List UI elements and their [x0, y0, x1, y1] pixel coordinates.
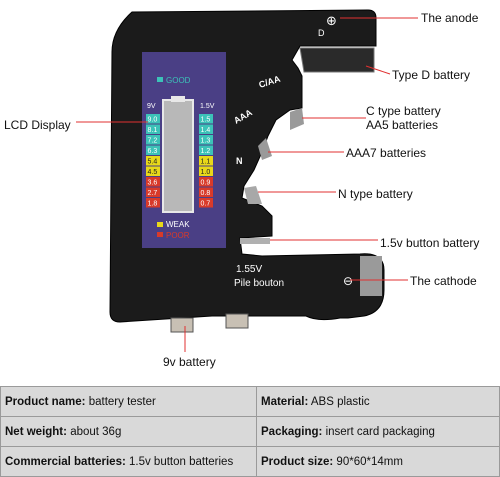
scale-value-9v: 5.4 — [148, 159, 158, 166]
scale-cell-9v — [146, 166, 160, 176]
scale-cell-9v — [146, 135, 160, 145]
scale-cell-15v — [199, 187, 213, 197]
voltage-scale: 9.0 8.1 7.2 6.3 5.4 4.5 3.6 2.7 1.8 1.5 1.4 1.3 1.2 1… — [146, 114, 213, 208]
callout-line-type-d — [365, 65, 391, 75]
nine-v-contact-2 — [225, 313, 249, 329]
specs-row: Commercial batteries: 1.5v button batter… — [0, 446, 500, 477]
scale-value-9v: 7.2 — [148, 138, 158, 145]
scale-value-15v: 0.8 — [201, 190, 211, 197]
scale-cell-15v — [199, 124, 213, 134]
scale-value-15v: 1.3 — [201, 138, 211, 145]
contact-c — [290, 108, 304, 130]
spec-cell: Commercial batteries: 1.5v button batter… — [0, 446, 257, 477]
weak-swatch — [157, 222, 163, 227]
contact-button — [240, 238, 270, 244]
scale-value-15v: 1.2 — [201, 148, 211, 155]
scale-value-15v: 1.4 — [201, 127, 211, 134]
scale-value-15v: 0.9 — [201, 180, 211, 187]
poor-swatch — [157, 232, 163, 237]
scale-cell-9v — [146, 124, 160, 134]
callout-cathode: The cathode — [410, 274, 477, 288]
callout-button: 1.5v button battery — [380, 236, 480, 250]
contact-d — [299, 47, 375, 73]
nine-v-contact-1 — [170, 317, 194, 333]
scale-cell-15v — [199, 177, 213, 187]
lcd-weak-label: WEAK — [166, 220, 190, 229]
scale-cell-15v — [199, 114, 213, 124]
specs-row: Product name: battery tester Material: A… — [0, 386, 500, 417]
spec-cell: Material: ABS plastic — [256, 386, 500, 417]
specs-row: Net weight: about 36g Packaging: insert … — [0, 416, 500, 447]
scale-cell-9v — [146, 187, 160, 197]
scale-value-9v: 6.3 — [148, 148, 158, 155]
scale-value-9v: 2.7 — [148, 190, 158, 197]
callout-anode: The anode — [421, 11, 479, 25]
battery-tester-photo: GOOD 9V 1.5V 9.0 8.1 7.2 6.3 5.4 4.5 3.6 2.7 1.8… — [76, 9, 418, 352]
spec-cell: Product size: 90*60*14mm — [256, 446, 500, 477]
callout-nine-v: 9v battery — [163, 355, 216, 369]
scale-cell-15v — [199, 156, 213, 166]
scale-cell-9v — [146, 156, 160, 166]
scale-value-9v: 9.0 — [148, 117, 158, 124]
spec-cell: Product name: battery tester — [0, 386, 257, 417]
scale-cell-15v — [199, 198, 213, 208]
scale-cell-15v — [199, 166, 213, 176]
contact-n — [244, 186, 262, 204]
scale-value-15v: 0.7 — [201, 201, 211, 208]
lcd-good-label: GOOD — [166, 76, 191, 85]
plus-symbol: ⊕ — [326, 14, 337, 29]
specs-table: Product name: battery tester Material: A… — [0, 386, 500, 477]
good-swatch — [157, 77, 163, 82]
callout-n-type: N type battery — [338, 187, 413, 201]
scale-cell-15v — [199, 135, 213, 145]
spec-cell: Packaging: insert card packaging — [256, 416, 500, 447]
minus-symbol: ⊖ — [343, 274, 353, 288]
scale-cell-9v — [146, 177, 160, 187]
scale-cell-9v — [146, 114, 160, 124]
callout-c-type-2: AA5 batteries — [366, 118, 439, 132]
slot-d-label: D — [318, 28, 325, 38]
scale-value-15v: 1.1 — [201, 159, 211, 166]
slot-n-label: N — [236, 156, 243, 166]
scale-9v-header: 9V — [147, 103, 156, 110]
callout-c-type-1: C type battery — [366, 104, 441, 118]
button-voltage-label: 1.55V — [236, 264, 262, 275]
button-type-label: Pile bouton — [234, 278, 284, 289]
lcd-poor-label: POOR — [166, 231, 190, 240]
lcd-battery-window — [162, 99, 194, 213]
scale-cell-15v — [199, 145, 213, 155]
callout-aaa7: AAA7 batteries — [346, 146, 427, 160]
scale-value-9v: 4.5 — [148, 169, 158, 176]
callout-type-d: Type D battery — [392, 68, 471, 82]
contact-aaa — [258, 138, 272, 160]
spec-cell: Net weight: about 36g — [0, 416, 257, 447]
lcd-battery-tip — [171, 96, 185, 102]
scale-value-15v: 1.0 — [201, 169, 211, 176]
scale-value-9v: 1.8 — [148, 201, 158, 208]
scale-value-9v: 3.6 — [148, 180, 158, 187]
scale-cell-9v — [146, 145, 160, 155]
scale-value-9v: 8.1 — [148, 127, 158, 134]
scale-cell-9v — [146, 198, 160, 208]
scale-15v-header: 1.5V — [200, 103, 215, 110]
callout-lcd: LCD Display — [4, 118, 71, 132]
scale-value-15v: 1.5 — [201, 117, 211, 124]
cathode-clip — [360, 256, 382, 296]
